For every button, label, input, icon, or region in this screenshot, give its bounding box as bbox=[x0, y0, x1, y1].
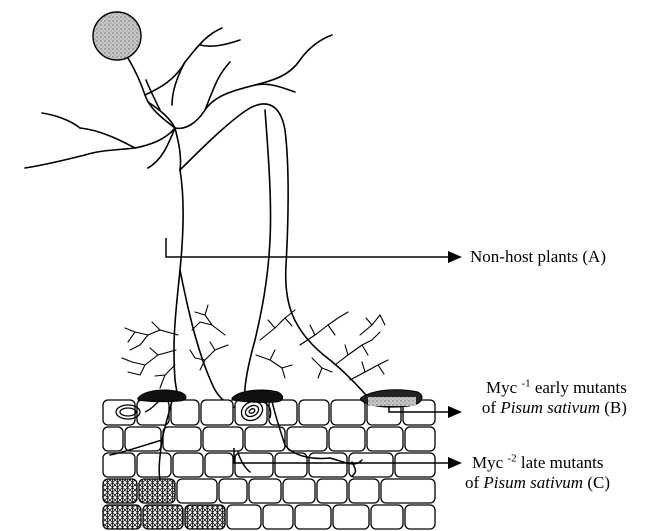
label-c-line2: of Pisum sativum (C) bbox=[465, 473, 610, 493]
arrow-a-line bbox=[166, 238, 448, 257]
arrowhead-a bbox=[448, 251, 462, 263]
label-c-line1: Myc -2 late mutants bbox=[472, 453, 610, 473]
label-b-line1: Myc -1 early mutants bbox=[478, 378, 627, 398]
root-cortex-cells bbox=[103, 400, 435, 529]
arrowhead-b bbox=[448, 406, 462, 418]
label-non-host-plants: Non-host plants (A) bbox=[470, 247, 606, 267]
arrowhead-c bbox=[448, 457, 462, 469]
hyphae-network bbox=[25, 28, 332, 170]
arrowheads bbox=[448, 251, 462, 469]
label-myc1-early-mutants: Myc -1 early mutants of Pisum sativum (B… bbox=[478, 378, 627, 418]
label-myc2-late-mutants: Myc -2 late mutants of Pisum sativum (C) bbox=[472, 453, 610, 493]
label-a-text: Non-host plants (A) bbox=[470, 247, 606, 266]
spore bbox=[93, 12, 141, 60]
label-b-line2: of Pisum sativum (B) bbox=[468, 398, 627, 418]
